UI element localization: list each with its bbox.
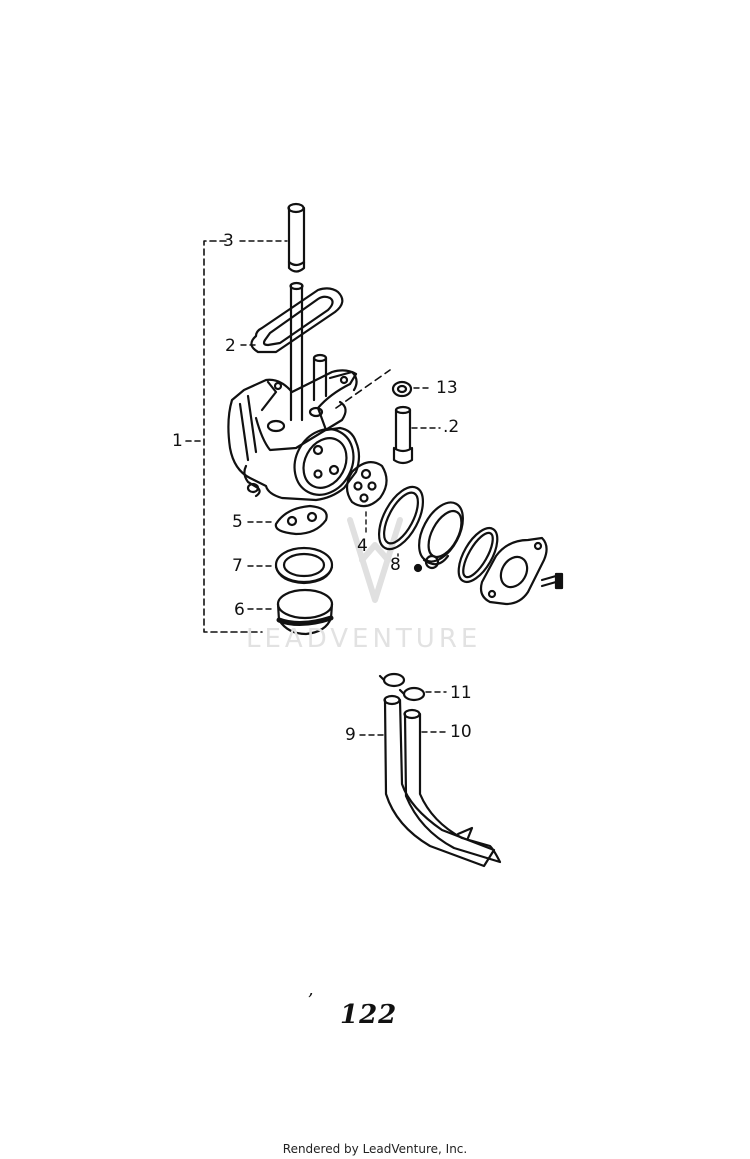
part-2-gasket [250, 287, 344, 354]
cover-plate [479, 536, 548, 606]
part-4-filter-disc [345, 461, 388, 508]
callout-6: 6 [234, 600, 245, 620]
shaft [289, 284, 304, 422]
page-number: 122 [340, 1000, 398, 1030]
callout-7: 7 [232, 556, 243, 576]
callout-12: .2 [443, 417, 460, 437]
callout-11: 11 [450, 683, 472, 703]
shaft-2 [312, 356, 328, 402]
part-5-seal-plate [274, 504, 328, 536]
assembly-axis-dash [335, 369, 391, 409]
shaft-top [289, 281, 304, 291]
callout-2: 2 [225, 336, 236, 356]
callout-13: 13 [436, 378, 458, 398]
part-3-lever-rod [287, 202, 306, 273]
tick-mark: ʼ [307, 990, 313, 1011]
shaft-2-top [312, 353, 328, 363]
callout-8: 8 [390, 555, 401, 575]
callout-10: 10 [450, 722, 472, 742]
footer-credit: Rendered by LeadVenture, Inc. [282, 1142, 468, 1156]
part-6-cup [276, 588, 334, 636]
part-8-o-ring [377, 485, 425, 551]
o-ring-2 [457, 526, 499, 584]
callout-5: 5 [232, 512, 243, 532]
part-13-washer [391, 380, 413, 398]
watermark-logo [347, 517, 403, 603]
filter-cup [413, 501, 464, 573]
part-11-clip-a [378, 672, 406, 688]
callout-1: 1 [172, 431, 183, 451]
assembly-bracket [203, 240, 263, 633]
screw [540, 572, 564, 590]
callout-4: 4 [357, 536, 368, 556]
part-7-ring [274, 546, 334, 585]
callout-9: 9 [345, 725, 356, 745]
part-11-clip-b [398, 686, 426, 702]
part-10-hose [403, 708, 502, 864]
part-9-hose [383, 694, 496, 868]
watermark-text: LEADVENTURE [246, 624, 482, 654]
part-12-bolt [392, 405, 414, 465]
hose-end-cut [456, 826, 474, 840]
callout-3: 3 [223, 231, 234, 251]
part-1-valve-body [227, 369, 361, 502]
